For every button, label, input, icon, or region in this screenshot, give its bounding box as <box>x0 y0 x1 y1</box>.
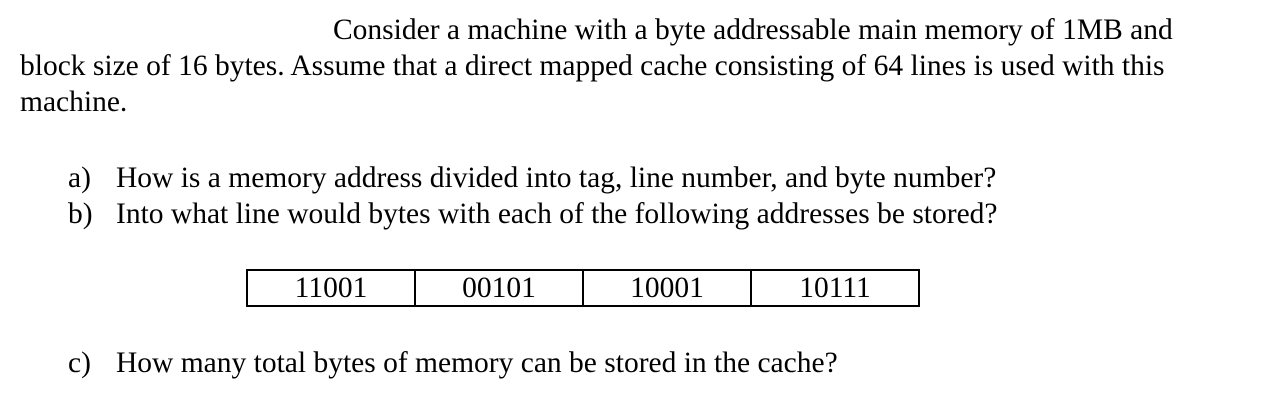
address-cell: 10111 <box>750 269 920 307</box>
address-row: 11001 00101 10001 10111 <box>246 269 920 307</box>
question-b-letter: b) <box>68 198 93 230</box>
question-c-text: How many total bytes of memory can be st… <box>116 347 838 379</box>
question-c-letter: c) <box>68 347 91 379</box>
question-a-letter: a) <box>68 162 91 194</box>
question-b-text: Into what line would bytes with each of … <box>116 198 998 230</box>
question-a-text: How is a memory address divided into tag… <box>116 162 997 194</box>
address-table: 11001 00101 10001 10111 <box>246 269 920 307</box>
address-cell: 11001 <box>246 269 416 307</box>
problem-statement: Consider a machine with a byte addressab… <box>20 14 1173 118</box>
address-cell: 00101 <box>414 269 584 307</box>
address-cell: 10001 <box>582 269 752 307</box>
